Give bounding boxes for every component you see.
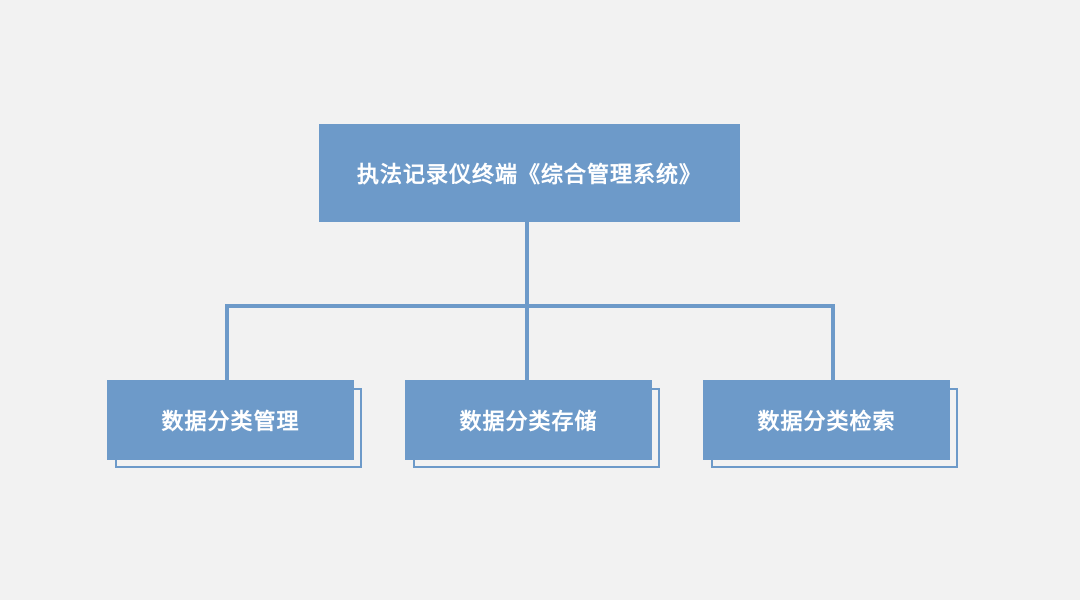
node-child-box: 数据分类存储 xyxy=(405,380,652,460)
node-child-label: 数据分类存储 xyxy=(459,409,598,434)
node-child-label: 数据分类管理 xyxy=(161,409,300,434)
node-child-management: 数据分类管理 xyxy=(107,380,362,468)
node-child-box: 数据分类管理 xyxy=(107,380,354,460)
node-child-label: 数据分类检索 xyxy=(757,409,896,434)
node-root-label: 执法记录仪终端《综合管理系统》 xyxy=(356,162,702,187)
node-child-retrieval: 数据分类检索 xyxy=(703,380,958,468)
node-child-box: 数据分类检索 xyxy=(703,380,950,460)
node-child-storage: 数据分类存储 xyxy=(405,380,660,468)
node-root: 执法记录仪终端《综合管理系统》 xyxy=(319,124,740,222)
